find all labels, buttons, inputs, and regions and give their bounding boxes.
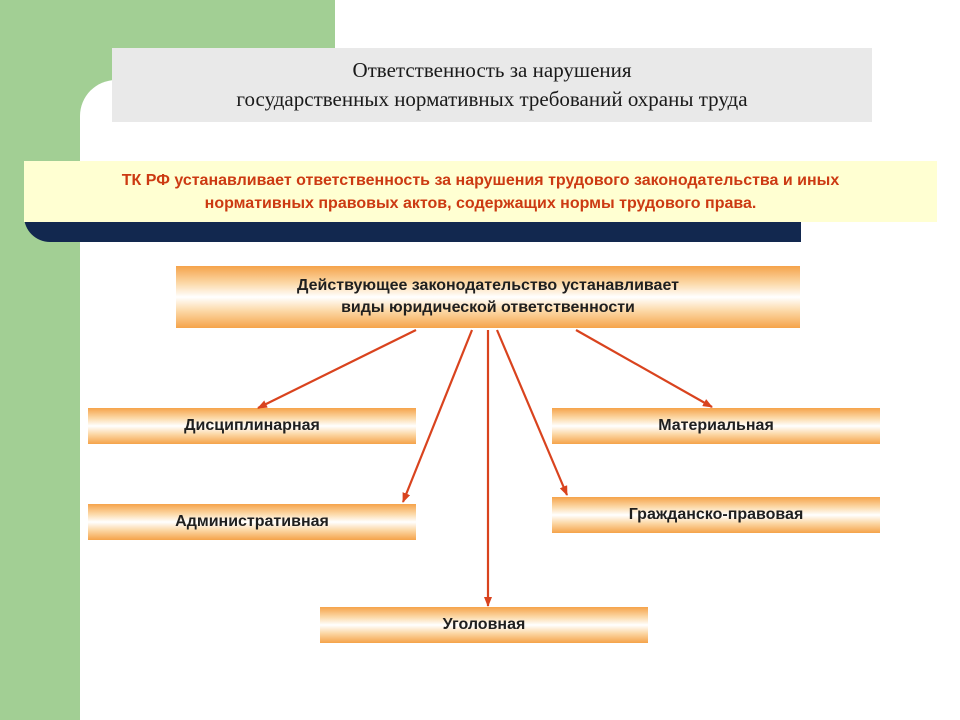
node-criminal: Уголовная (320, 607, 648, 643)
root-node-line-1: Действующее законодательство устанавлива… (297, 277, 679, 294)
node-civil: Гражданско-правовая (552, 497, 880, 533)
arrow-to-disciplinary (257, 329, 417, 409)
arrow-to-civil (495, 329, 569, 496)
node-material-label: Материальная (658, 417, 774, 434)
node-criminal-label: Уголовная (442, 616, 526, 633)
arrow-to-material (575, 329, 713, 408)
root-node-line-2: виды юридической ответственности (341, 299, 635, 316)
title-line-2: государственных нормативных требований о… (236, 87, 748, 111)
node-material: Материальная (552, 408, 880, 444)
node-disciplinary-label: Дисциплинарная (184, 417, 320, 434)
arrow-to-administrative (401, 329, 474, 503)
statement-line-2: нормативных правовых актов, содержащих н… (204, 194, 757, 212)
node-administrative: Административная (88, 504, 416, 540)
title-line-1: Ответственность за нарушения (352, 58, 632, 82)
node-administrative-label: Административная (175, 513, 329, 530)
slide-title: Ответственность за нарушения государстве… (112, 48, 872, 122)
statement-box: ТК РФ устанавливает ответственность за н… (24, 161, 937, 222)
node-civil-label: Гражданско-правовая (628, 506, 804, 523)
statement-line-1: ТК РФ устанавливает ответственность за н… (121, 171, 840, 189)
node-disciplinary: Дисциплинарная (88, 408, 416, 444)
root-node: Действующее законодательство устанавлива… (176, 266, 800, 328)
